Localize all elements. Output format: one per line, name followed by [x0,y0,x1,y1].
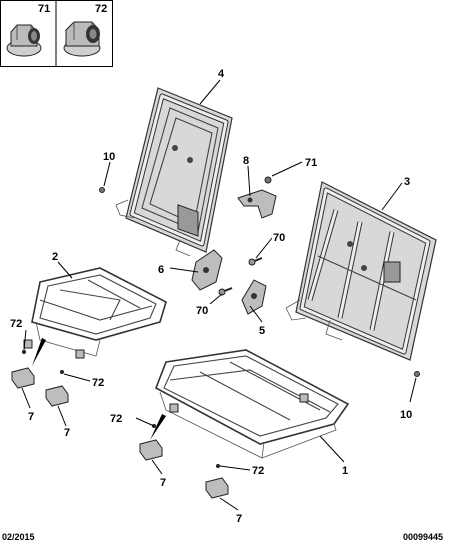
right-cushion-wire-frame [155,349,350,459]
left-cushion-wire-frame [23,267,167,359]
footer-date: 02/2015 [2,532,35,542]
bolt-70-upper [248,257,263,266]
inset-label-72: 72 [95,3,107,15]
inset-label-71: 71 [38,3,50,15]
callout-7-a: 7 [28,411,34,423]
callout-1: 1 [342,465,348,477]
clip-7-c [139,439,163,461]
hinge-part-6 [191,249,223,291]
flange-nut-72-icon [63,21,101,57]
hinge-part-5 [241,279,267,315]
callout-71: 71 [305,157,317,169]
callout-6: 6 [158,264,164,276]
callout-72-a: 72 [10,318,22,330]
bolt-70-lower [218,287,233,296]
callout-7-c: 7 [160,477,166,489]
callout-70-upper: 70 [273,232,285,244]
clip-7-d [205,477,229,499]
callout-2: 2 [52,251,58,263]
flange-nut-71-icon [6,24,42,57]
clip-7-b [45,385,69,407]
callout-3: 3 [404,176,410,188]
screw-10-right [414,371,420,377]
callout-70-lower: 70 [196,305,208,317]
callout-72-b: 72 [92,377,104,389]
callout-8: 8 [243,155,249,167]
callout-7-d: 7 [236,513,242,525]
leader-lines [21,79,417,511]
footer-reference: 00099445 [403,532,443,542]
clip-7-a [11,367,35,389]
screw-10-left [99,187,105,193]
callout-5: 5 [259,325,265,337]
fastener-inset: 71 72 [0,0,113,67]
callout-10-right: 10 [400,409,412,421]
left-backrest-frame [115,87,233,257]
right-backrest-frame [285,181,437,361]
callout-10-left: 10 [103,151,115,163]
callout-72-d: 72 [252,465,264,477]
callout-72-c: 72 [110,413,122,425]
bracket-part-8 [237,176,277,219]
callout-4: 4 [218,68,225,80]
callout-7-b: 7 [64,427,70,439]
